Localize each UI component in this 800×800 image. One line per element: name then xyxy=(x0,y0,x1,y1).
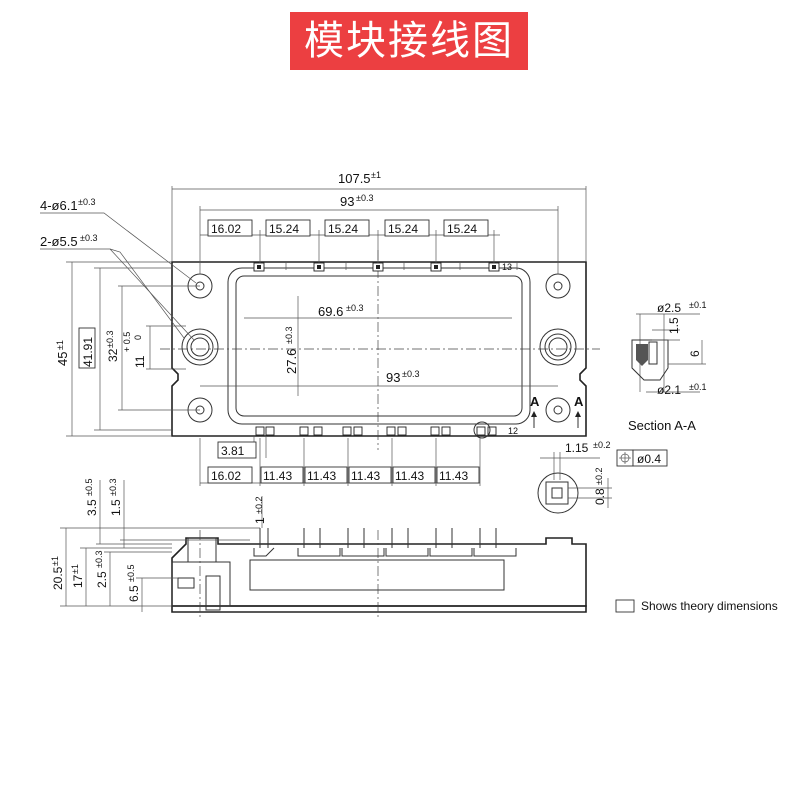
window-outer xyxy=(227,267,531,425)
dim-mount-pitch-tol: ±0.3 xyxy=(356,193,373,203)
section-15: 1.5 xyxy=(667,317,681,334)
dim-v11: 11 xyxy=(133,355,147,368)
dim-height-tol: ±1 xyxy=(55,340,65,350)
dim-v11-tol-plus: + 0.5 xyxy=(122,332,132,352)
dim-mount-pitch: 93 xyxy=(340,194,354,209)
section-6: 6 xyxy=(688,350,702,357)
side-1: 1 xyxy=(253,517,267,524)
pin-115-tol: ±0.2 xyxy=(593,440,610,450)
dim-v32-tol: ±0.3 xyxy=(105,331,115,348)
module-body-outline xyxy=(171,261,587,437)
screw-hole-left xyxy=(181,328,219,366)
side-15-tol: ±0.3 xyxy=(108,479,118,496)
svg-text:A: A xyxy=(530,394,540,409)
legend-box-icon xyxy=(615,599,635,613)
dim-bottom-pitch-4: 11.43 xyxy=(351,469,380,483)
top-view: 13 12 A A 107.5 ±1 xyxy=(40,170,600,486)
pin-08: 0.8 xyxy=(593,488,607,505)
screw-hole-right xyxy=(539,328,577,366)
pin-115: 1.15 xyxy=(565,441,589,455)
dim-bottom-pitch-2: 11.43 xyxy=(263,469,292,483)
dim-inner-93: 93 xyxy=(386,370,400,385)
svg-text:A: A xyxy=(574,394,584,409)
dim-v32: 32 xyxy=(106,348,120,362)
section-d25: ø2.5 xyxy=(657,301,681,315)
side-15: 1.5 xyxy=(109,499,123,516)
pin-label-13: 13 xyxy=(502,262,512,272)
side-25-tol: ±0.3 xyxy=(94,551,104,568)
mount-hole-top-right xyxy=(545,273,571,299)
side-35: 3.5 xyxy=(85,499,99,516)
legend: Shows theory dimensions xyxy=(615,599,778,613)
side-view: 3.5 ±0.5 1.5 ±0.3 1 ±0.2 20.5 ±1 17 ±1 2… xyxy=(50,479,587,618)
dim-top-pitch-2: 15.24 xyxy=(269,222,299,236)
dim-hole-2-tol: ±0.3 xyxy=(80,233,97,243)
dim-inner-height: 41.91 xyxy=(81,337,95,367)
dim-bottom-pitch-1: 16.02 xyxy=(211,469,241,483)
pin-08-tol: ±0.2 xyxy=(594,468,604,485)
section-a-a-view: ø2.5 ±0.1 1.5 6 ø2.1 ±0.1 Section A-A xyxy=(628,300,706,433)
dim-window-width: 69.6 xyxy=(318,304,343,319)
dim-window-height-tol: ±0.3 xyxy=(284,327,294,344)
dim-top-pitch-3: 15.24 xyxy=(328,222,358,236)
side-205: 20.5 xyxy=(51,566,65,590)
dim-bottom-pitch-3: 11.43 xyxy=(307,469,336,483)
section-d21-tol: ±0.1 xyxy=(689,382,706,392)
top-pin-row: 13 xyxy=(253,262,518,272)
dim-v11-tol-minus: 0 xyxy=(133,335,143,340)
dim-bottom-pitch-5: 11.43 xyxy=(395,469,424,483)
dim-hole-4: 4-ø6.1 xyxy=(40,198,78,213)
section-d25-tol: ±0.1 xyxy=(689,300,706,310)
dim-overall-length: 107.5 xyxy=(338,171,371,186)
legend-text: Shows theory dimensions xyxy=(641,599,778,613)
dim-top-pitch-4: 15.24 xyxy=(388,222,418,236)
mount-hole-bottom-right xyxy=(545,397,571,423)
dim-bottom-pitch-6: 11.43 xyxy=(439,469,468,483)
dim-inner-93-tol: ±0.3 xyxy=(402,369,419,379)
pin-detail: 1.15 ±0.2 ø0.4 0.8 ±0.2 xyxy=(537,440,668,514)
section-marker-left: A xyxy=(530,394,540,428)
dim-window-height: 27.6 xyxy=(284,349,299,374)
side-65-tol: ±0.5 xyxy=(126,565,136,582)
side-17: 17 xyxy=(71,574,85,588)
side-35-tol: ±0.5 xyxy=(84,479,94,496)
title-banner: 模块接线图 xyxy=(290,12,528,70)
window-inner xyxy=(235,275,523,417)
pin-label-12: 12 xyxy=(508,426,518,436)
side-17-tol: ±1 xyxy=(70,564,80,574)
section-label: Section A-A xyxy=(628,418,696,433)
side-1-tol: ±0.2 xyxy=(254,497,264,514)
side-25: 2.5 xyxy=(95,571,109,588)
dim-hole-2: 2-ø5.5 xyxy=(40,234,78,249)
dim-top-pitch-5: 15.24 xyxy=(447,222,477,236)
dim-top-pitch-1: 16.02 xyxy=(211,222,241,236)
side-65: 6.5 xyxy=(127,585,141,602)
dim-overall-length-tol: ±1 xyxy=(371,170,381,180)
section-d21: ø2.1 xyxy=(657,383,681,397)
side-205-tol: ±1 xyxy=(50,556,60,566)
bottom-pin-row: 12 xyxy=(255,421,518,439)
section-marker-right: A xyxy=(574,394,584,428)
page-title: 模块接线图 xyxy=(304,18,514,64)
dim-b381: 3.81 xyxy=(221,444,245,458)
dim-height: 45 xyxy=(55,352,70,366)
dim-hole-4-tol: ±0.3 xyxy=(78,197,95,207)
side-pins xyxy=(253,528,517,557)
dim-window-width-tol: ±0.3 xyxy=(346,303,363,313)
pin-pos-tol: ø0.4 xyxy=(637,452,661,466)
